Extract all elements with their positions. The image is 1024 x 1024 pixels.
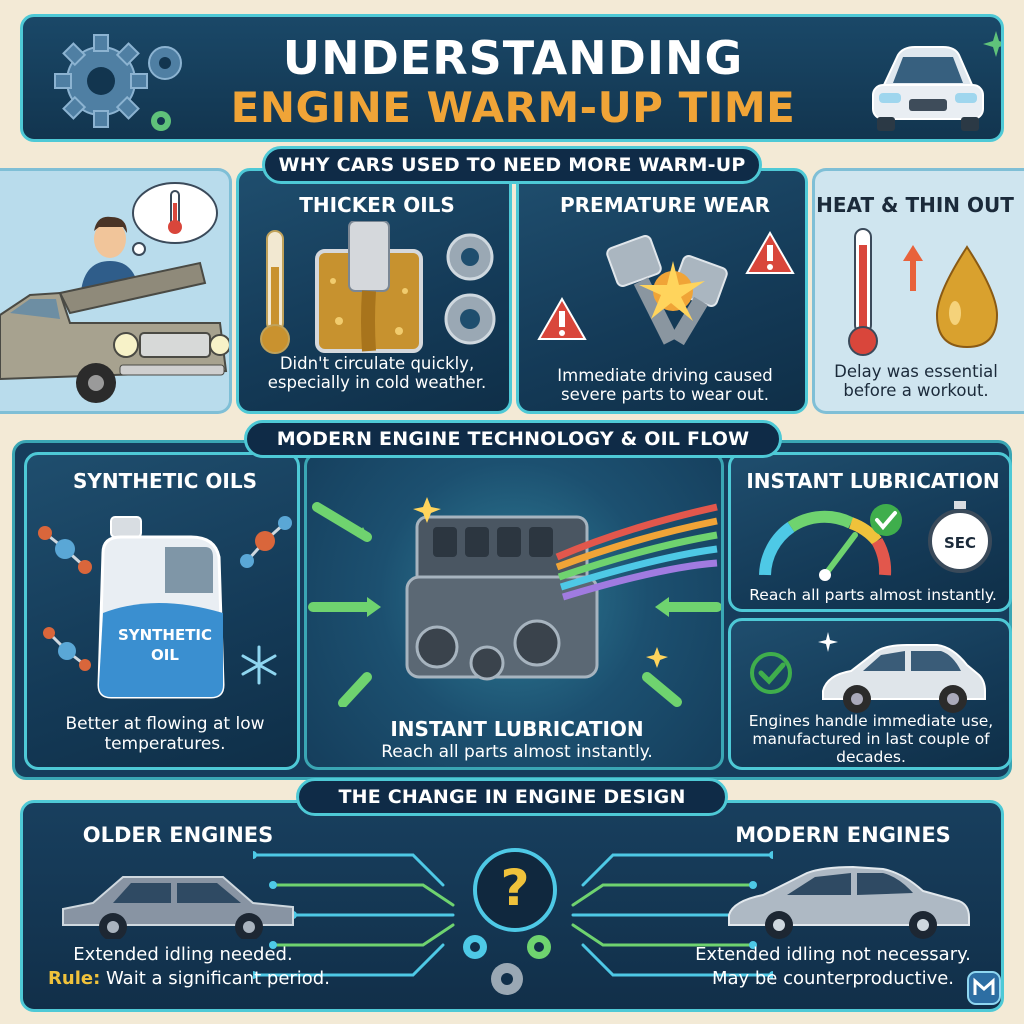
synthetic-oils-caption: Better at flowing at low temperatures. bbox=[65, 714, 265, 754]
warning-icon-right bbox=[745, 231, 795, 274]
oil-jug-icon bbox=[97, 516, 225, 699]
jug-label-2: OIL bbox=[151, 646, 179, 664]
older-engines-rule: Rule: Wait a significant period. bbox=[29, 968, 349, 990]
sparkle-icon bbox=[983, 31, 1001, 57]
engine-block-icon bbox=[308, 497, 721, 707]
immediate-use-panel: Engines handle immediate use, manufactur… bbox=[728, 618, 1012, 770]
synthetic-oils-panel: SYNTHETIC OILS SYNTHETIC OIL Better at f… bbox=[24, 452, 300, 770]
modern-engines-caption-1: Extended idling not necessary. bbox=[695, 944, 971, 965]
instant-lubrication-panel: INSTANT LUBRICATION SEC Reach all parts … bbox=[728, 452, 1012, 612]
instant-lubrication-title: INSTANT LUBRICATION bbox=[746, 469, 1000, 493]
immediate-use-caption: Engines handle immediate use, manufactur… bbox=[748, 712, 994, 766]
title-line-2: ENGINE WARM-UP TIME bbox=[230, 83, 796, 132]
gears-icon bbox=[444, 233, 496, 345]
stopwatch-icon bbox=[928, 501, 992, 573]
small-gears-icon bbox=[463, 935, 551, 995]
old-car-illustration-panel bbox=[0, 168, 232, 414]
circuit-lines-icon bbox=[253, 851, 773, 979]
section-modern-title: MODERN ENGINE TECHNOLOGY & OIL FLOW bbox=[244, 420, 782, 458]
premature-wear-panel: PREMATURE WEAR Immediate driving caused … bbox=[516, 168, 808, 414]
engine-cylinder-oil-icon bbox=[315, 221, 423, 353]
jug-label-1: SYNTHETIC bbox=[117, 626, 213, 644]
thicker-oils-panel: THICKER OILS Didn't circulate quickly, e… bbox=[236, 168, 512, 414]
molecule-icon-bottom bbox=[43, 627, 91, 671]
thicker-oils-title: THICKER OILS bbox=[299, 193, 455, 217]
modern-car-icon bbox=[822, 644, 986, 713]
engine-design-section: ? OLDER ENGINES Extended idling needed. … bbox=[20, 800, 1004, 1012]
gear-icon bbox=[54, 34, 182, 131]
premature-wear-caption: Immediate driving caused severe parts to… bbox=[557, 366, 773, 404]
rule-label: Rule: bbox=[48, 968, 101, 989]
hot-thermometer-icon bbox=[848, 228, 878, 356]
modern-engines-caption-2: May be counterproductive. bbox=[711, 968, 955, 989]
molecule-icon-left bbox=[38, 526, 92, 574]
engine-center-panel: INSTANT LUBRICATION Reach all parts almo… bbox=[304, 452, 724, 770]
up-arrow-icon bbox=[903, 245, 923, 291]
header-banner: UNDERSTANDING ENGINE WARM-UP TIME bbox=[20, 14, 1004, 142]
center-caption: Reach all parts almost instantly. bbox=[381, 742, 653, 762]
logo-icon bbox=[967, 971, 1001, 1005]
thought-bubble-thermometer-icon bbox=[132, 182, 218, 256]
car-front-icon bbox=[872, 46, 984, 131]
thermometer-icon bbox=[260, 230, 290, 354]
check-icon bbox=[870, 504, 902, 536]
section-design-title: THE CHANGE IN ENGINE DESIGN bbox=[296, 778, 728, 816]
piston-sparks-icon bbox=[606, 235, 728, 346]
modern-sedan-icon bbox=[728, 865, 970, 939]
oil-drop-icon bbox=[935, 245, 999, 349]
sparkle-small-icon bbox=[818, 632, 838, 652]
snowflake-icon bbox=[241, 645, 277, 685]
older-engines-caption: Extended idling needed. bbox=[73, 944, 293, 965]
question-circle-icon bbox=[473, 848, 557, 932]
molecule-icon-right bbox=[240, 516, 292, 568]
old-car-icon bbox=[0, 261, 229, 403]
section-why-title: WHY CARS USED TO NEED MORE WARM-UP bbox=[262, 146, 762, 184]
premature-wear-title: PREMATURE WEAR bbox=[559, 193, 771, 217]
center-title: INSTANT LUBRICATION bbox=[390, 717, 644, 741]
rule-text: Wait a significant period. bbox=[100, 968, 330, 989]
heat-thin-out-title: HEAT & THIN OUT bbox=[816, 193, 1014, 217]
heat-thin-out-caption: Delay was essential before a workout. bbox=[834, 362, 998, 400]
warning-icon-left bbox=[537, 297, 587, 340]
modern-engines-title: MODERN ENGINES bbox=[735, 823, 951, 847]
title-line-1: UNDERSTANDING bbox=[282, 31, 744, 85]
question-mark: ? bbox=[500, 859, 530, 917]
older-engines-title: OLDER ENGINES bbox=[82, 823, 274, 847]
worried-man-icon bbox=[81, 216, 139, 291]
check-circle-icon bbox=[750, 652, 792, 694]
heat-thin-out-panel: HEAT & THIN OUT Delay was essential befo… bbox=[812, 168, 1024, 414]
thicker-oils-caption: Didn't circulate quickly, especially in … bbox=[267, 354, 487, 392]
gauge-icon bbox=[759, 510, 892, 581]
older-car-icon bbox=[62, 876, 294, 939]
stopwatch-label: SEC bbox=[943, 534, 977, 552]
instant-lubrication-caption: Reach all parts almost instantly. bbox=[749, 586, 997, 604]
synthetic-oils-title: SYNTHETIC OILS bbox=[73, 469, 257, 493]
